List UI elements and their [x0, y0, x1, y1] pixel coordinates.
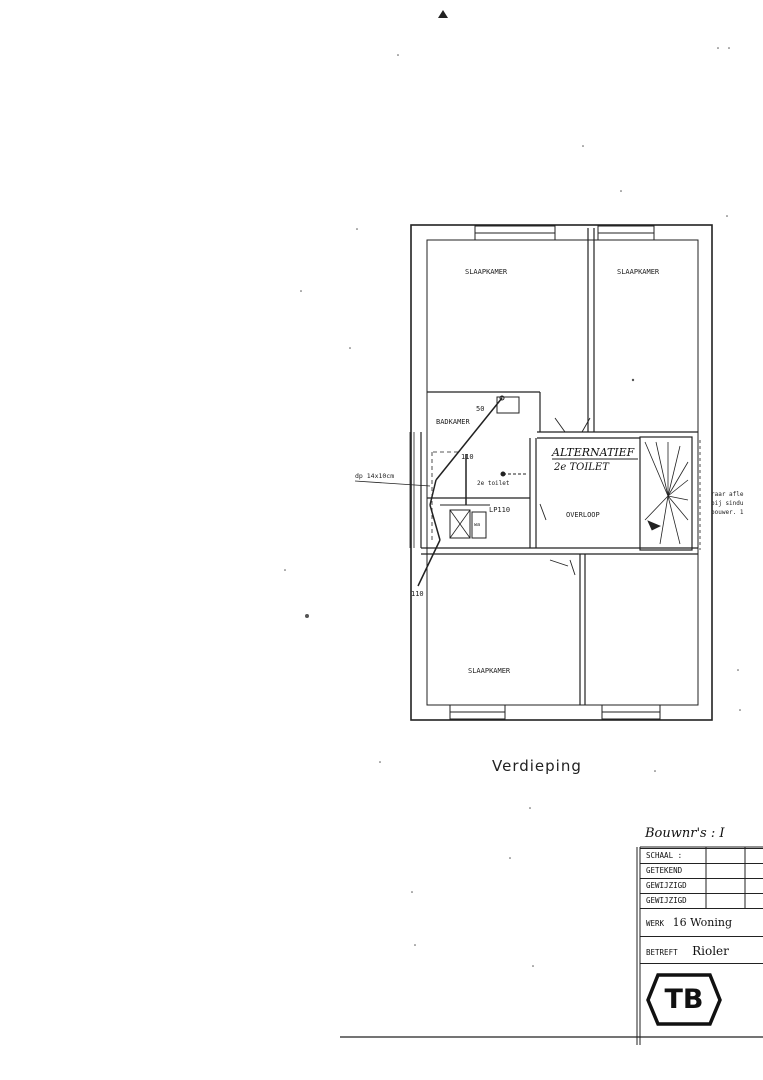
plumbing-lines	[409, 395, 527, 587]
room-label-bathroom: BADKAMER	[436, 418, 471, 426]
room-label-bedroom-top-left: SLAAPKAMER	[465, 268, 508, 276]
annotation-pipe-110-b: 110	[411, 590, 424, 598]
doors	[539, 417, 591, 576]
svg-text:TB: TB	[665, 984, 704, 1015]
annotation-second-toilet: 2e TOILET	[553, 462, 610, 473]
title-row-getekend: GETEKEND	[640, 863, 763, 877]
annotation-alternative: ALTERNATIEF	[551, 446, 635, 459]
annotation-pipe-50: 50	[476, 405, 484, 413]
room-label-landing: OVERLOOP	[566, 511, 600, 519]
tb-logo: TB	[646, 973, 722, 1026]
annotation-lp110: LP110	[489, 506, 510, 514]
title-block-frame	[636, 846, 763, 1045]
title-row-gewijzigd-2: GEWIJZIGD	[640, 893, 763, 907]
annotation-right-note-3: bouwer. 1	[711, 509, 744, 516]
north-arrow-icon	[438, 10, 448, 18]
annotation-right-note-2: bij sindu	[711, 500, 744, 507]
title-row-schaal: SCHAAL :	[640, 848, 763, 862]
annotation-pipe-110-a: 110	[461, 453, 474, 461]
title-block-header: Bouwnr's : I	[645, 826, 725, 841]
scan-specks	[284, 47, 741, 967]
drawing-caption: Verdieping	[492, 757, 582, 775]
interior-walls	[420, 228, 698, 705]
windows	[449, 225, 661, 720]
annotation-wa: wa	[474, 522, 480, 528]
annotation-right-note-1: raar afle	[711, 491, 744, 498]
outer-walls	[410, 224, 713, 721]
annotation-toilet-small: 2e toilet	[477, 480, 510, 487]
room-label-bedroom-bottom: SLAAPKAMER	[468, 667, 511, 675]
title-row-gewijzigd-1: GEWIJZIGD	[640, 878, 763, 892]
annotation-dp: dp 14x10cm	[355, 472, 394, 480]
staircase	[644, 440, 701, 550]
title-row-werk: WERK 16 Woning	[640, 908, 763, 936]
title-row-betreft: BETREFT Rioler	[640, 936, 763, 964]
room-label-bedroom-top-right: SLAAPKAMER	[617, 268, 660, 276]
